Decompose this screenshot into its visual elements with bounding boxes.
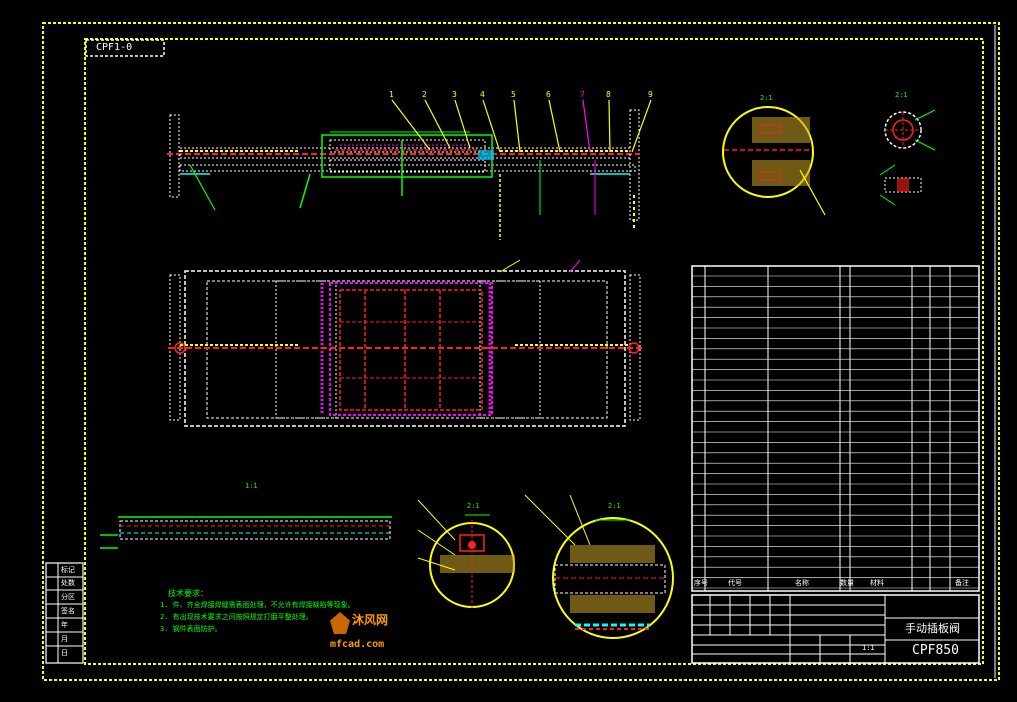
side-view <box>167 99 652 240</box>
watermark-logo-icon <box>330 612 350 634</box>
revision-row-5: 年 <box>61 621 68 629</box>
drawing-number: CPF850 <box>912 643 959 658</box>
revision-row-6: 月 <box>61 635 68 643</box>
notes-heading: 技术要求： <box>168 589 208 598</box>
detail-view-c <box>524 494 674 639</box>
bom-footer-code: 代号 <box>728 579 742 587</box>
detail-a-scale: 2:1 <box>760 94 773 102</box>
bottom-bar-view <box>100 516 392 549</box>
callout-3: 3 <box>452 90 457 99</box>
plan-view <box>168 259 645 427</box>
bom-footer-material: 材料 <box>870 579 884 587</box>
revision-row-2: 处数 <box>61 579 75 587</box>
callout-1: 1 <box>389 90 394 99</box>
detail-b-scale: 2:1 <box>467 502 480 510</box>
bom-footer-remark: 备注 <box>955 579 969 587</box>
callout-5: 5 <box>511 90 516 99</box>
bar-scale: 1:1 <box>245 482 258 490</box>
watermark-text: 沐风网 <box>352 613 389 627</box>
bom-table <box>691 265 980 664</box>
callout-6: 6 <box>546 90 551 99</box>
detail-view-a <box>722 106 826 216</box>
callout-4: 4 <box>480 90 485 99</box>
detail-bolt <box>879 109 936 206</box>
bom-footer-name: 名称 <box>795 579 809 587</box>
notes-line-2: 2. 有出现技术要求之间按照规定打磨平整处理。 <box>160 613 313 621</box>
revision-row-1: 标记 <box>61 566 75 574</box>
detail-bolt-scale: 2:1 <box>895 91 908 99</box>
sheet-border-outer <box>42 22 1000 681</box>
drawing-title: 手动插板阀 <box>905 622 960 635</box>
notes-line-3: 3. 钢件表面防护。 <box>160 625 222 633</box>
bom-footer-qty: 数量 <box>840 579 854 587</box>
revision-row-4: 签名 <box>61 607 75 615</box>
corner-code: CPF1-0 <box>96 42 133 53</box>
watermark-url: mfcad.com <box>330 639 385 650</box>
callout-9: 9 <box>648 90 653 99</box>
bom-footer-no: 序号 <box>694 579 708 587</box>
bom-rows <box>692 275 979 589</box>
callout-2: 2 <box>422 90 427 99</box>
callout-7: 7 <box>580 90 585 99</box>
sheet-border-inner <box>84 38 984 665</box>
notes-line-1: 1. 件、齐全焊接焊缝需表面处理，不允许有焊接缺陷等现象。 <box>160 601 355 609</box>
revision-row-3: 分区 <box>61 593 75 601</box>
corner-code-box <box>85 39 165 57</box>
callout-8: 8 <box>606 90 611 99</box>
detail-view-b <box>417 499 515 610</box>
sheet-scale: 1:1 <box>862 644 875 652</box>
detail-c-scale: 2:1 <box>608 502 621 510</box>
revision-strip <box>45 562 84 664</box>
revision-row-7: 日 <box>61 649 68 657</box>
